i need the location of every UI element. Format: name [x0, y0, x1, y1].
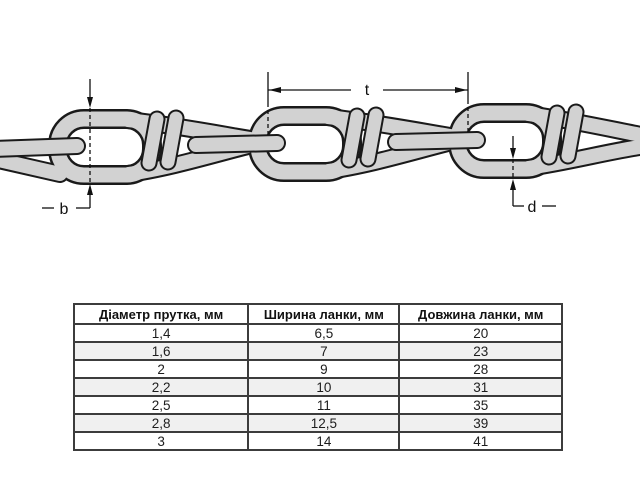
col-header-rod-diameter: Діаметр прутка, мм [72, 303, 250, 325]
table-cell: 2 [72, 359, 250, 379]
table-cell: 41 [398, 431, 563, 451]
table-cell: 9 [247, 359, 401, 379]
header-row: Діаметр прутка, мм Ширина ланки, мм Довж… [72, 303, 563, 325]
table-cell: 12,5 [247, 413, 401, 433]
dimension-d: d [510, 136, 556, 216]
table-cell: 31 [398, 377, 563, 397]
table-row: 2,5 11 35 [72, 395, 563, 415]
table-row: 1,6 7 23 [72, 341, 563, 361]
table-cell: 10 [247, 377, 401, 397]
table-cell: 2,5 [72, 395, 250, 415]
dim-label-b: b [60, 201, 69, 218]
col-header-link-length: Довжина ланки, мм [398, 303, 563, 325]
chain-links [0, 103, 640, 185]
chain-diagram: t b d [0, 72, 640, 218]
table-cell: 23 [398, 341, 563, 361]
table-row: 1,4 6,5 20 [72, 323, 563, 343]
table-cell: 28 [398, 359, 563, 379]
table-cell: 2,2 [72, 377, 250, 397]
table-row: 2,8 12,5 39 [72, 413, 563, 433]
table-cell: 3 [72, 431, 250, 451]
col-header-link-width: Ширина ланки, мм [247, 303, 401, 325]
table-row: 3 14 41 [72, 431, 563, 451]
table-cell: 11 [247, 395, 401, 415]
table-cell: 2,8 [72, 413, 250, 433]
table-row: 2,2 10 31 [72, 377, 563, 397]
table-cell: 20 [398, 323, 563, 343]
table-cell: 6,5 [247, 323, 401, 343]
dim-label-d: d [528, 199, 537, 216]
dimension-b: b [42, 79, 93, 218]
dim-label-t: t [365, 82, 370, 99]
table-cell: 35 [398, 395, 563, 415]
spec-table: Діаметр прутка, мм Ширина ланки, мм Довж… [72, 303, 563, 451]
table-cell: 39 [398, 413, 563, 433]
table-row: 2 9 28 [72, 359, 563, 379]
dimension-t: t [267, 72, 469, 138]
table-cell: 1,4 [72, 323, 250, 343]
table-cell: 14 [247, 431, 401, 451]
table-cell: 7 [247, 341, 401, 361]
table-cell: 1,6 [72, 341, 250, 361]
